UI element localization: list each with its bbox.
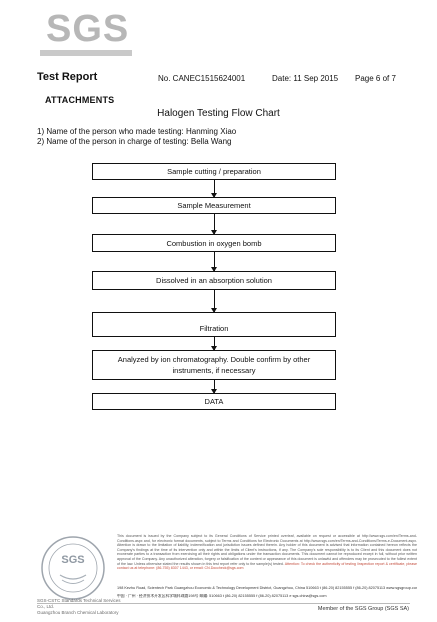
flowchart-title: Halogen Testing Flow Chart [157, 108, 280, 119]
report-title: Test Report [37, 71, 98, 83]
report-date: Date: 11 Sep 2015 [272, 74, 339, 83]
sgs-seal-icon: SGS [41, 536, 105, 600]
authenticity-warning: Attention: To check the authenticity of … [117, 561, 417, 571]
flow-step-measurement: Sample Measurement [92, 197, 336, 214]
flow-arrow [211, 290, 217, 313]
address-english: 198 Kezhu Road, Scientech Park Guangzhou… [117, 586, 417, 590]
disclaimer-body: This document is issued by the Company s… [117, 534, 417, 566]
flow-step-filtration: Filtration [92, 312, 336, 337]
flow-arrow [211, 180, 217, 198]
sgs-logo-bar [40, 50, 132, 56]
lab-name: SGS-CSTC Standards Technical Services Co… [37, 598, 121, 609]
lab-branch: Guangzhou Branch Chemical Laboratory [37, 610, 119, 615]
flow-arrow [211, 252, 217, 272]
flow-step-cutting: Sample cutting / preparation [92, 163, 336, 180]
footer-divider [37, 603, 410, 604]
flow-step-analysis: Analyzed by ion chromatography. Double c… [92, 350, 336, 380]
supervisor-name: 2) Name of the person in charge of testi… [37, 137, 232, 146]
address-chinese: 中国 · 广州 · 经济技术开发区科学城科珠路198号 邮编: 510663 t… [117, 594, 327, 598]
lab-name-block: SGS-CSTC Standards Technical Services Co… [37, 598, 127, 616]
flow-arrow [211, 380, 217, 394]
section-heading: ATTACHMENTS [45, 95, 115, 105]
flow-step-dissolved: Dissolved in an absorption solution [92, 271, 336, 290]
member-statement: Member of the SGS Group (SGS SA) [317, 606, 409, 612]
flow-arrow [211, 337, 217, 351]
svg-text:SGS: SGS [61, 554, 84, 566]
sgs-logo: SGS [40, 8, 132, 56]
flow-arrow [211, 214, 217, 235]
tester-name: 1) Name of the person who made testing: … [37, 127, 237, 136]
report-number: No. CANEC1515624001 [158, 74, 246, 83]
disclaimer-text: This document is issued by the Company s… [117, 534, 417, 571]
flow-step-data: DATA [92, 393, 336, 410]
page-indicator: Page 6 of 7 [355, 74, 396, 83]
flow-step-combustion: Combustion in oxygen bomb [92, 234, 336, 252]
sgs-logo-text: SGS [46, 8, 130, 50]
